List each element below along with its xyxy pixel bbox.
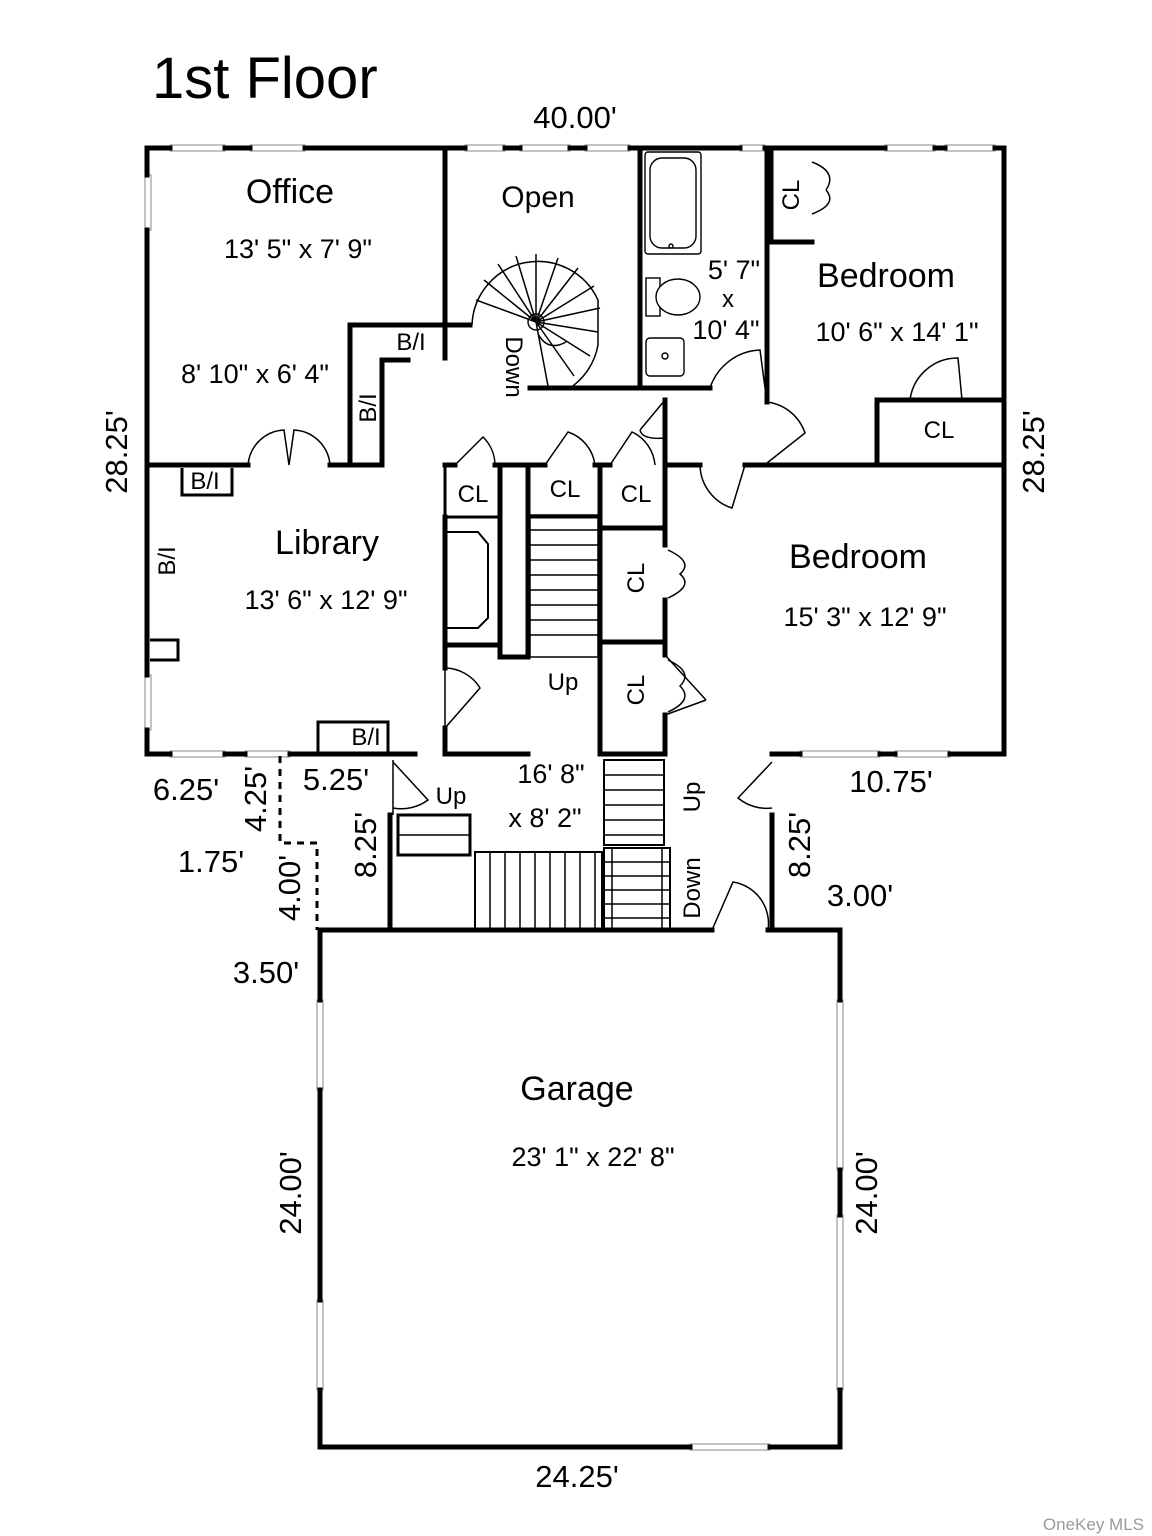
dim-entry-right: 8.25': [782, 812, 817, 878]
built-ins: [150, 468, 390, 752]
closet-label: CL: [550, 476, 581, 503]
exterior-walls: [144, 145, 1007, 757]
stair-up-label: Up: [548, 669, 579, 696]
interior-walls: [144, 145, 1007, 757]
room-library-size: 13' 6" x 12' 9": [244, 585, 407, 615]
dim-step-b: 4.25': [238, 766, 273, 832]
garage-walls: [317, 927, 843, 1450]
closet-label: CL: [623, 675, 650, 706]
room-office-nook-size: 8' 10" x 6' 4": [181, 359, 329, 389]
room-bedroom2-name: Bedroom: [789, 538, 927, 576]
built-in-label: B/I: [396, 329, 425, 356]
room-bedroom1-size: 10' 6" x 14' 1": [815, 317, 978, 347]
stair-down-label: Down: [500, 336, 527, 397]
dim-step-f: 3.50': [233, 955, 299, 990]
dim-right: 28.25': [1016, 410, 1051, 494]
room-bath-size-3: 10' 4": [692, 315, 759, 345]
room-office-name: Office: [246, 173, 334, 211]
entry-walls: [278, 756, 775, 933]
room-bedroom2-size: 15' 3" x 12' 9": [783, 602, 946, 632]
room-office-size: 13' 5" x 7' 9": [224, 234, 372, 264]
room-bath-size-1: 5' 7": [708, 255, 760, 285]
stair-down-label: Down: [679, 857, 706, 918]
room-library-name: Library: [275, 524, 379, 562]
dim-entry-left: 8.25': [348, 812, 383, 878]
dim-step-c: 5.25': [303, 762, 369, 797]
dim-entry-right-bottom: 3.00': [827, 878, 893, 913]
room-entry-size-2: x 8' 2": [508, 803, 581, 833]
closet-label: CL: [924, 417, 955, 444]
stair-up-label: Up: [436, 783, 467, 810]
dim-step-d: 1.75': [178, 844, 244, 879]
bath-fixtures: [644, 151, 702, 377]
dim-left: 28.25': [99, 410, 134, 494]
page-title: 1st Floor: [152, 46, 378, 111]
dim-step-e: 4.00': [272, 855, 307, 921]
dim-garage-left: 24.00': [273, 1151, 308, 1235]
dim-step-a: 6.25': [153, 772, 219, 807]
straight-stairs: [396, 514, 671, 930]
mls-credit: OneKey MLS: [1043, 1515, 1144, 1534]
dim-entry-right-top: 10.75': [849, 764, 933, 799]
room-garage-size: 23' 1" x 22' 8": [511, 1142, 674, 1172]
built-in-label: B/I: [355, 393, 382, 422]
room-bath-size-2: x: [722, 286, 734, 313]
built-in-label: B/I: [190, 468, 219, 495]
closet-label: CL: [621, 481, 652, 508]
room-garage-name: Garage: [520, 1070, 633, 1108]
room-bedroom1-name: Bedroom: [817, 257, 955, 295]
closet-label: CL: [458, 481, 489, 508]
dim-top: 40.00': [533, 100, 617, 135]
room-open-name: Open: [501, 181, 574, 214]
room-entry-size-1: 16' 8": [517, 759, 584, 789]
closet-label: CL: [623, 563, 650, 594]
built-in-label: B/I: [154, 546, 181, 575]
stair-up-label: Up: [679, 782, 706, 813]
doors: [247, 161, 963, 931]
closet-label: CL: [778, 180, 805, 211]
spiral-staircase: [471, 254, 601, 389]
dim-garage-bottom: 24.25': [535, 1459, 619, 1494]
dim-garage-right: 24.00': [849, 1151, 884, 1235]
built-in-label: B/I: [351, 724, 380, 751]
